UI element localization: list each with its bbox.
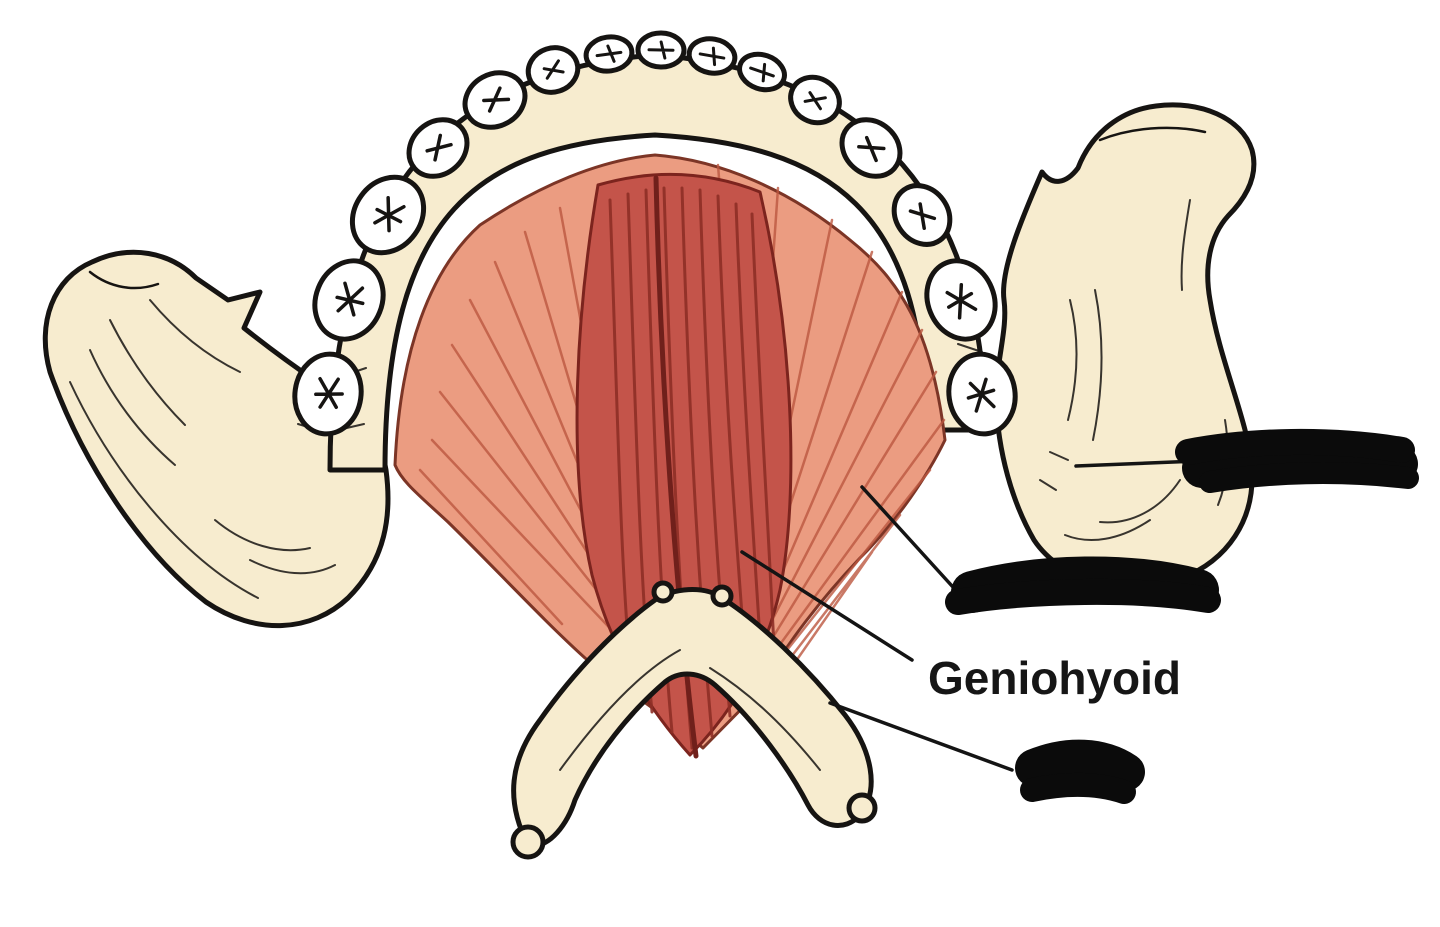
hyoid-hatching — [559, 649, 821, 771]
redacted-label-1 — [1175, 428, 1419, 493]
leader-lines — [740, 459, 1200, 772]
hyoid-right-horn-knob — [846, 792, 878, 824]
geniohyoid-label: Geniohyoid — [928, 652, 1181, 704]
redacted-label-2 — [945, 556, 1221, 615]
geniohyoid-fibers — [608, 186, 776, 750]
hyoid-left-tubercle — [651, 580, 675, 604]
mandible-right-ramus — [993, 102, 1257, 590]
leader-line-middle-redaction — [860, 485, 964, 599]
hyoid-left-horn-knob — [510, 824, 546, 860]
right-ramus-bone — [993, 102, 1257, 590]
right-condyle-contour — [1098, 126, 1207, 142]
leader-line-bottom-redaction — [828, 701, 1014, 772]
left-condyle-contour — [88, 270, 160, 290]
hyoid-bone — [510, 580, 878, 860]
left-ramus-bone — [42, 249, 391, 629]
hyoid-right-tubercle — [710, 584, 734, 608]
redacted-label-3 — [1015, 739, 1145, 804]
leader-line-geniohyoid — [740, 550, 914, 662]
leader-line-top-redaction — [1074, 459, 1200, 468]
